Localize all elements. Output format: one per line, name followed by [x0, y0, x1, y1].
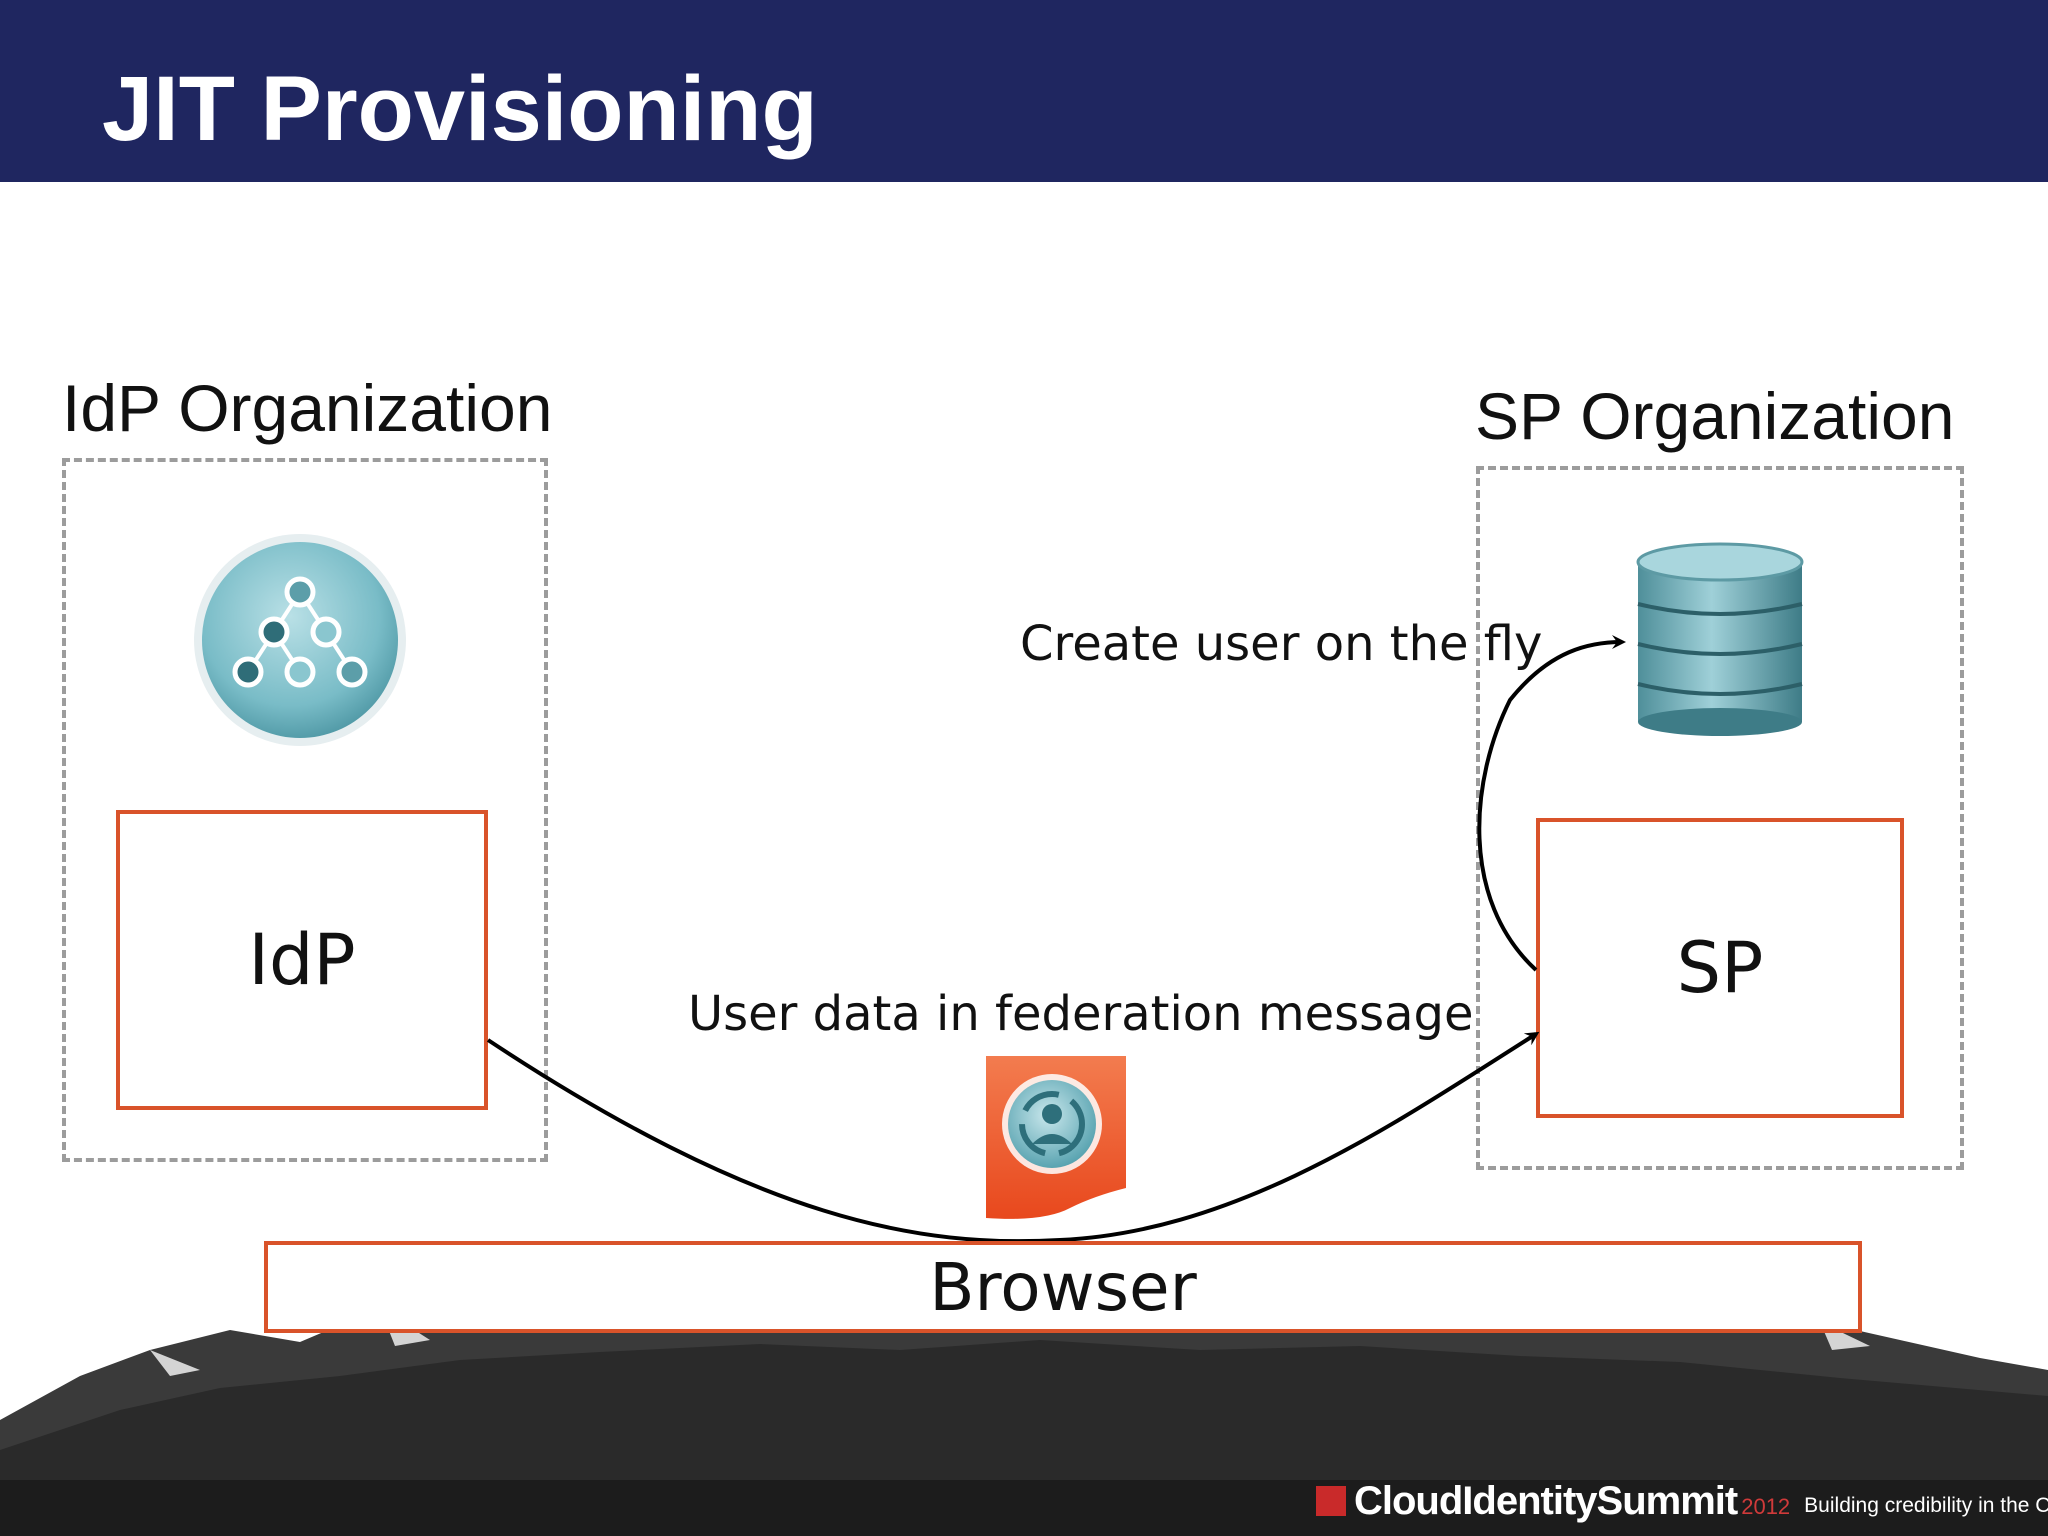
- idp-box-label: IdP: [248, 919, 356, 1001]
- brand-year: 2012: [1741, 1494, 1791, 1519]
- conference-branding: CloudIdentitySummit 2012 Building credib…: [1316, 1478, 2048, 1524]
- mountain-footer-graphic: [0, 1280, 2048, 1536]
- database-icon: [1636, 542, 1804, 736]
- idp-organization-label: IdP Organization: [62, 371, 553, 445]
- ping-identity-logo-icon: [1316, 1486, 1346, 1516]
- sp-box-label: SP: [1676, 927, 1764, 1009]
- create-user-label: Create user on the fly: [1020, 616, 1543, 672]
- browser-box: Browser: [264, 1241, 1862, 1333]
- browser-label: Browser: [929, 1248, 1197, 1326]
- federation-document-icon: [986, 1056, 1126, 1219]
- brand-tagline: Building credibility in the Cloud™: [1804, 1494, 2048, 1517]
- idp-organization-boundary: [62, 458, 548, 1162]
- sp-organization-label: SP Organization: [1475, 379, 1955, 453]
- federation-message-label: User data in federation message: [688, 986, 1474, 1042]
- title-bar: JIT Provisioning: [0, 0, 2048, 182]
- federation-flow-arrow: [486, 1031, 1540, 1244]
- sp-box: SP: [1536, 818, 1904, 1118]
- slide-title: JIT Provisioning: [102, 58, 818, 160]
- create-user-arrow: [1477, 635, 1626, 972]
- brand-name: CloudIdentitySummit: [1354, 1478, 1738, 1523]
- idp-box: IdP: [116, 810, 488, 1110]
- directory-tree-icon: [194, 534, 406, 746]
